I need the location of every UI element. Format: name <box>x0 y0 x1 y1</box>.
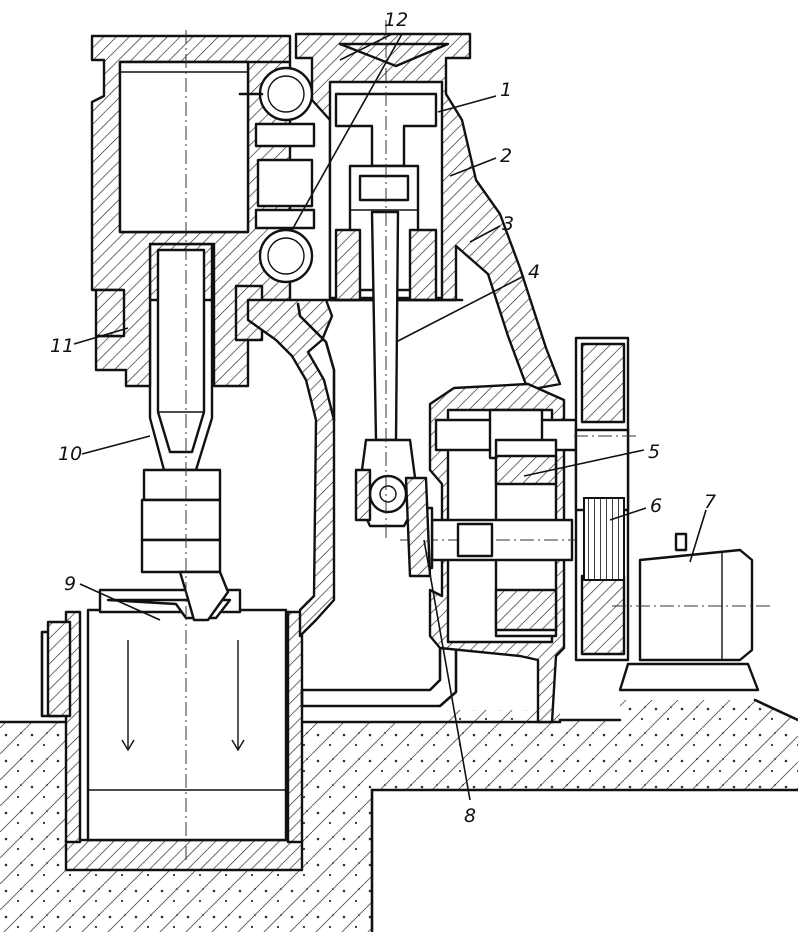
gearbox-housing <box>400 382 620 724</box>
pulley-and-belt <box>574 336 640 662</box>
callout-2: 2 <box>500 145 512 167</box>
callout-3: 3 <box>502 213 514 235</box>
anvil-pit <box>40 610 304 872</box>
callout-1: 1 <box>500 79 512 101</box>
compressor-body <box>294 32 562 392</box>
callout-10: 10 <box>58 443 82 465</box>
foundation-ground <box>0 698 798 932</box>
callout-9: 9 <box>64 573 76 595</box>
callout-11: 11 <box>50 335 74 357</box>
callout-labels: 12 1 2 3 4 5 6 7 8 9 10 11 <box>50 9 716 827</box>
electric-motor <box>612 532 770 692</box>
callout-6: 6 <box>650 495 662 517</box>
callout-8: 8 <box>464 805 476 827</box>
working-cylinder <box>90 34 292 388</box>
callout-12: 12 <box>384 9 408 31</box>
frame-column <box>246 298 458 708</box>
leader-lines <box>73 33 707 801</box>
callout-5: 5 <box>648 441 660 463</box>
anvil-block <box>86 588 288 842</box>
ram-assembly <box>140 242 230 622</box>
center-lines <box>185 20 387 860</box>
crank-disk <box>404 476 432 578</box>
callout-4: 4 <box>528 261 540 283</box>
rotary-valves <box>238 66 316 284</box>
callout-7: 7 <box>704 491 716 513</box>
connecting-rod <box>354 210 420 528</box>
